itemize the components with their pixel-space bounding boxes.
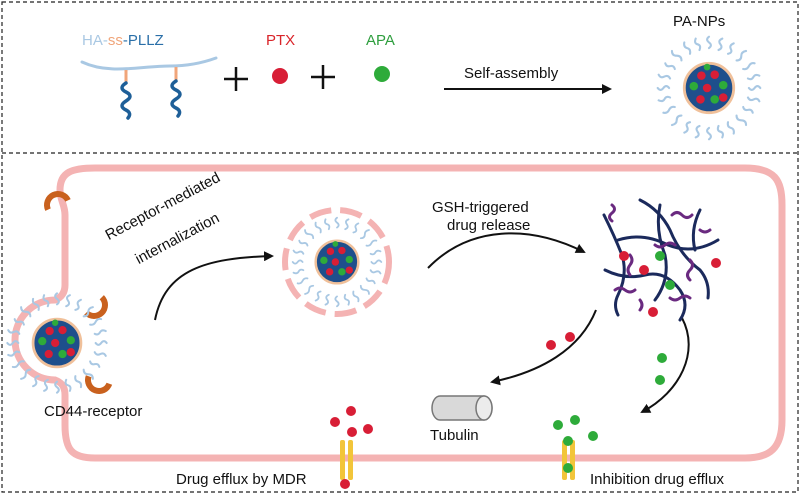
separator-text: - bbox=[102, 32, 108, 49]
plus-icon bbox=[224, 67, 248, 91]
tubulin-icon bbox=[431, 395, 493, 421]
ha-text: HA bbox=[82, 32, 103, 49]
efflux-drug-dots bbox=[330, 406, 598, 489]
ptx-to-tubulin-arrow-icon bbox=[490, 309, 597, 386]
release-arrow-icon bbox=[427, 232, 586, 269]
released-drug-dots bbox=[546, 251, 721, 385]
receptor-icon bbox=[84, 295, 108, 319]
cd44-receptor-label: CD44-receptor bbox=[44, 403, 143, 420]
apa-to-pump-arrow-icon bbox=[640, 317, 690, 413]
plus-icon bbox=[311, 65, 335, 89]
polymer-label: HA-ss-PLLZ bbox=[82, 33, 164, 48]
release-label-line1: GSH-triggered bbox=[432, 199, 529, 216]
inhibition-efflux-label: Inhibition drug efflux bbox=[590, 471, 724, 488]
pllz-text: PLLZ bbox=[127, 32, 164, 49]
polymer-chain-icon bbox=[80, 56, 218, 120]
nanoparticle-icon bbox=[656, 35, 762, 141]
pa-nps-label: PA-NPs bbox=[673, 13, 726, 30]
efflux-pump-icon bbox=[340, 440, 353, 480]
apa-dot bbox=[374, 66, 390, 82]
tubulin-label: Tubulin bbox=[430, 427, 479, 444]
separator-text: - bbox=[122, 32, 128, 49]
self-assembly-label: Self-assembly bbox=[464, 65, 559, 82]
ptx-label: PTX bbox=[266, 32, 296, 49]
drug-efflux-label: Drug efflux by MDR bbox=[176, 471, 307, 488]
release-label-line2: drug release bbox=[447, 217, 531, 234]
apa-label: APA bbox=[366, 32, 395, 49]
nanoparticle-icon bbox=[291, 216, 383, 308]
released-polymer-icon bbox=[602, 198, 720, 322]
receptor-icon bbox=[85, 375, 113, 394]
cell-membrane bbox=[11, 164, 786, 462]
receptor-icon bbox=[44, 191, 71, 211]
internalization-arrow-icon bbox=[154, 251, 274, 321]
endosome-icon bbox=[282, 207, 392, 317]
ptx-dot bbox=[272, 68, 288, 84]
ss-text: ss bbox=[107, 32, 123, 49]
